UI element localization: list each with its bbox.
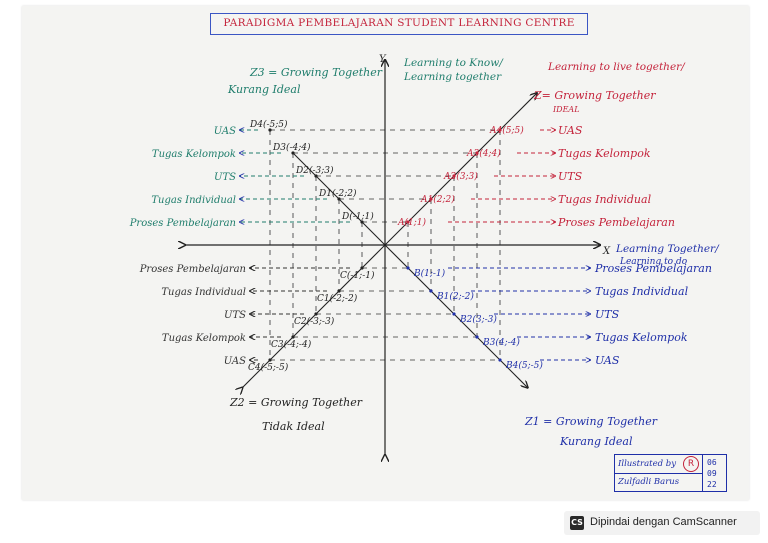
credit-illustrated-by: Illustrated by [618, 459, 677, 469]
level-label-upper-right: Tugas Kelompok [558, 147, 651, 160]
level-label-upper-left: Proses Pembelajaran [129, 218, 236, 229]
point-label: D2(-3;3) [295, 165, 334, 176]
point-label: A(1;1) [397, 217, 426, 228]
quadrant-z1-subtitle: Kurang Ideal [559, 435, 633, 448]
point-a5 [498, 128, 502, 132]
scanner-watermark: CS Dipindai dengan CamScanner [564, 511, 760, 535]
quadrant-z-note: Learning to live together/ [547, 61, 686, 73]
title-box: PARADIGMA PEMBELAJARAN STUDENT LEARNING … [210, 13, 588, 35]
page-title: PARADIGMA PEMBELAJARAN STUDENT LEARNING … [223, 17, 575, 29]
point-label: A1(2;2) [420, 194, 455, 205]
level-label-lower-left: Tugas Individual [161, 287, 246, 298]
credit-initial-badge: R [683, 456, 699, 472]
x-axis-label: Learning Together/ [615, 243, 720, 255]
point-label: B3(4;-4) [482, 337, 520, 348]
diagonal-ideal [242, 93, 536, 387]
level-label-lower-right: Proses Pembelajaran [594, 262, 712, 275]
credit-date-day: 06 [707, 458, 717, 467]
level-label-lower-right: UAS [595, 354, 620, 367]
point-label: B(1;-1) [413, 268, 446, 279]
quadrant-z-title: Z= Growing Together [533, 89, 656, 102]
quadrant-z2-subtitle: Tidak Ideal [262, 420, 325, 433]
quadrant-z3-subtitle: Kurang Ideal [227, 83, 301, 96]
quadrant-z2-title: Z2 = Growing Together [229, 396, 363, 409]
level-label-upper-right: Tugas Individual [558, 193, 652, 206]
point-b1 [406, 266, 410, 270]
point-d1 [360, 220, 364, 224]
level-label-upper-right: UTS [558, 170, 583, 183]
quadrant-z3-title: Z3 = Growing Together [249, 66, 383, 79]
level-label-upper-left: UTS [214, 172, 236, 183]
point-label: C2(-3;-3) [294, 316, 335, 327]
point-b5 [498, 358, 502, 362]
point-b3 [452, 312, 456, 316]
point-d5 [268, 128, 272, 132]
point-label: C3(-4;-4) [271, 339, 312, 350]
point-c4 [291, 335, 295, 339]
point-d4 [291, 151, 295, 155]
y-axis-mark: Y [379, 54, 387, 65]
credit-date: 06 09 22 [707, 457, 725, 490]
level-label-upper-right: UAS [558, 124, 583, 137]
credit-divider-vertical [702, 455, 703, 491]
x-axis-label: Learning to do [619, 257, 688, 267]
point-a3 [452, 174, 456, 178]
point-a4 [475, 151, 479, 155]
point-label: D(-1;1) [341, 211, 374, 222]
camscanner-logo-icon: CS [570, 516, 584, 530]
credit-author: Zulfadli Barus [618, 477, 680, 487]
level-label-lower-right: UTS [595, 308, 620, 321]
point-label: A4(5;5) [489, 125, 524, 136]
level-label-upper-left: Tugas Individual [151, 195, 236, 206]
point-c5 [268, 358, 272, 362]
level-label-lower-right: Tugas Kelompok [595, 331, 688, 344]
point-c2 [337, 289, 341, 293]
level-label-lower-left: UTS [224, 310, 246, 321]
x-axis-mark: X [602, 246, 611, 257]
level-label-upper-right: Proses Pembelajaran [557, 216, 675, 229]
text-layer: Learning to Know/Learning togetherLearni… [227, 57, 720, 448]
point-label: D4(-5;5) [249, 119, 288, 130]
point-label: D3(-4;4) [272, 142, 311, 153]
axes-layer: XY [185, 54, 611, 455]
level-label-upper-left: UAS [214, 126, 236, 137]
scanner-text: Dipindai dengan CamScanner [590, 516, 737, 528]
level-label-lower-left: Proses Pembelajaran [139, 264, 246, 275]
level-label-lower-left: Tugas Kelompok [162, 333, 246, 344]
level-label-upper-left: Tugas Kelompok [152, 149, 236, 160]
point-label: D1(-2;2) [318, 188, 357, 199]
point-label: B2(3;-3) [459, 314, 497, 325]
point-label: C1(-2;-2) [317, 293, 358, 304]
credit-date-year: 22 [707, 480, 717, 489]
credit-box: Illustrated by R Zulfadli Barus 06 09 22 [614, 454, 727, 492]
point-c3 [314, 312, 318, 316]
y-axis-label: Learning together [403, 71, 502, 83]
point-d3 [314, 174, 318, 178]
level-label-lower-right: Tugas Individual [595, 285, 689, 298]
point-c1 [360, 266, 364, 270]
point-a1 [406, 220, 410, 224]
point-a2 [429, 197, 433, 201]
point-label: B1(2;-2) [436, 291, 474, 302]
point-label: B4(5;-5) [505, 360, 543, 371]
point-label: C4(-5;-5) [248, 362, 289, 373]
quadrant-z1-title: Z1 = Growing Together [524, 415, 658, 428]
diagonal-z1 [292, 152, 528, 388]
credit-date-month: 09 [707, 469, 717, 478]
credit-divider-horizontal [615, 473, 702, 474]
quadrant-z-subtitle: IDEAL [552, 105, 580, 114]
points-layer: A(1;1) A1(2;2) A2(3;3) A3(4;4) A4(5;5) B(1;-1… [248, 119, 543, 373]
point-b4 [475, 335, 479, 339]
point-label: A2(3;3) [443, 171, 478, 182]
point-b2 [429, 289, 433, 293]
y-axis-label: Learning to Know/ [403, 57, 504, 69]
point-label: C(-1;-1) [340, 270, 375, 281]
point-d2 [337, 197, 341, 201]
point-label: A3(4;4) [466, 148, 501, 159]
level-label-lower-left: UAS [224, 356, 246, 367]
